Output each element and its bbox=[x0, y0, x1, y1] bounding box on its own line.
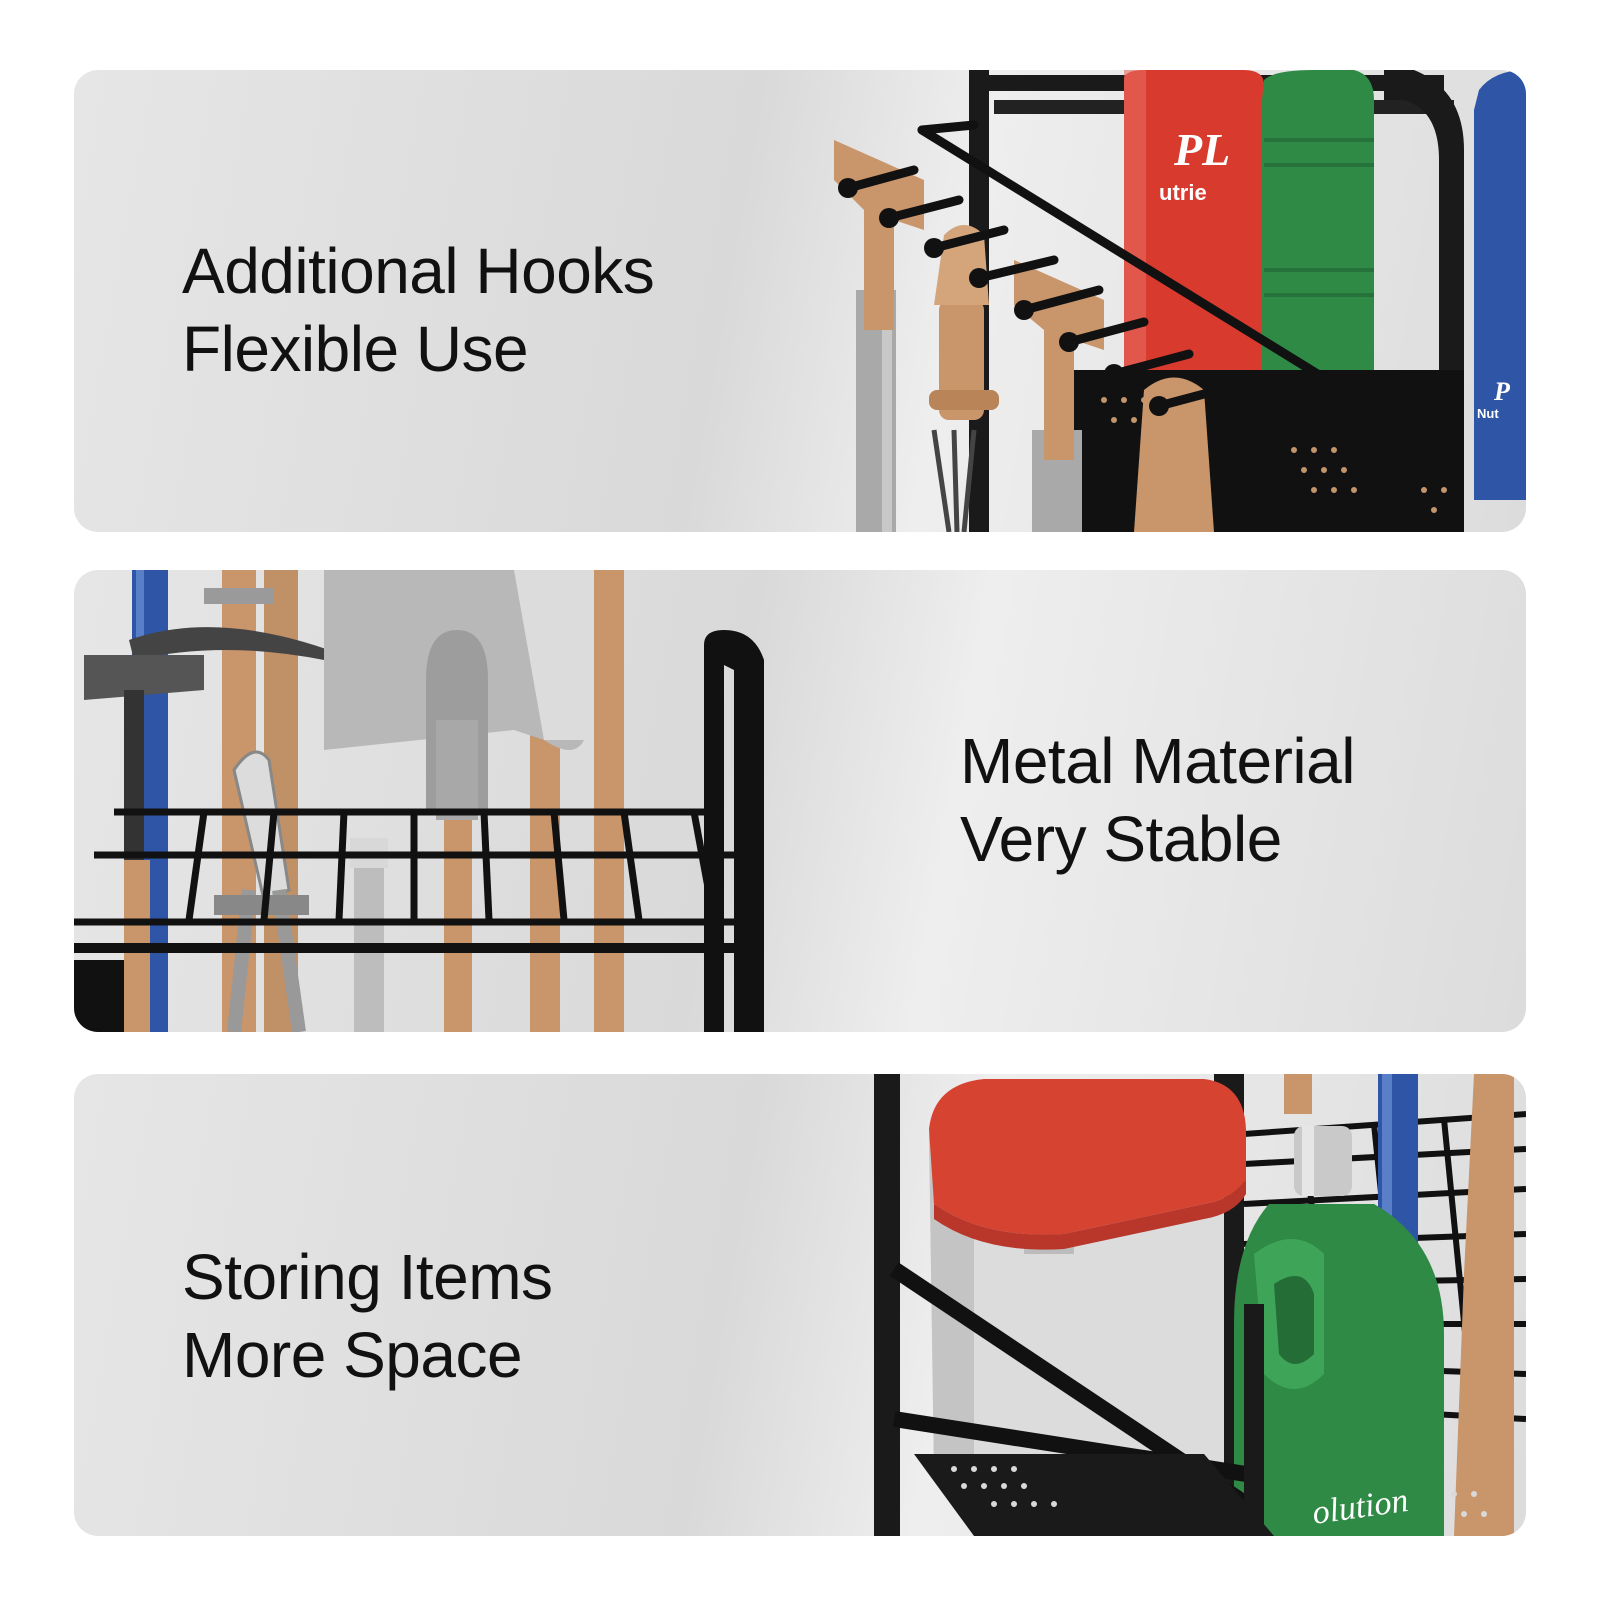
caption-line-1: Additional Hooks bbox=[182, 235, 655, 307]
caption-line-2: More Space bbox=[182, 1319, 523, 1391]
storage-rack-illustration: olution bbox=[874, 1074, 1526, 1536]
hooks-illustration: PL utrie P Nut bbox=[834, 70, 1526, 532]
feature-panel-hooks: Additional Hooks Flexible Use PL utrie P bbox=[74, 70, 1526, 532]
metal-rack-illustration bbox=[74, 570, 764, 1032]
grid-shelf bbox=[74, 808, 744, 953]
caption-line-2: Flexible Use bbox=[182, 313, 529, 385]
green-bottle bbox=[1262, 70, 1374, 462]
hook-bar bbox=[843, 120, 1419, 420]
hook-ends bbox=[838, 178, 1169, 416]
blue-bottle: P Nut bbox=[1474, 70, 1526, 500]
red-bottle: PL utrie bbox=[1124, 70, 1264, 370]
red-bottle-brand: PL bbox=[1173, 124, 1230, 175]
feature-caption: Additional Hooks Flexible Use bbox=[182, 232, 655, 388]
caption-line-1: Metal Material bbox=[960, 725, 1355, 797]
red-bottle-text: utrie bbox=[1159, 180, 1207, 205]
blue-bottle-text: Nut bbox=[1477, 406, 1499, 421]
caption-line-2: Very Stable bbox=[960, 803, 1282, 875]
feature-caption: Metal Material Very Stable bbox=[960, 722, 1355, 878]
green-jug: olution bbox=[1234, 1126, 1444, 1536]
feature-panel-metal: Metal Material Very Stable bbox=[74, 570, 1526, 1032]
feature-caption: Storing Items More Space bbox=[182, 1238, 553, 1394]
feature-panel-storage: Storing Items More Space bbox=[74, 1074, 1526, 1536]
tool-handles bbox=[834, 140, 1214, 532]
blue-bottle-brand: P bbox=[1493, 377, 1511, 406]
caption-line-1: Storing Items bbox=[182, 1241, 553, 1313]
